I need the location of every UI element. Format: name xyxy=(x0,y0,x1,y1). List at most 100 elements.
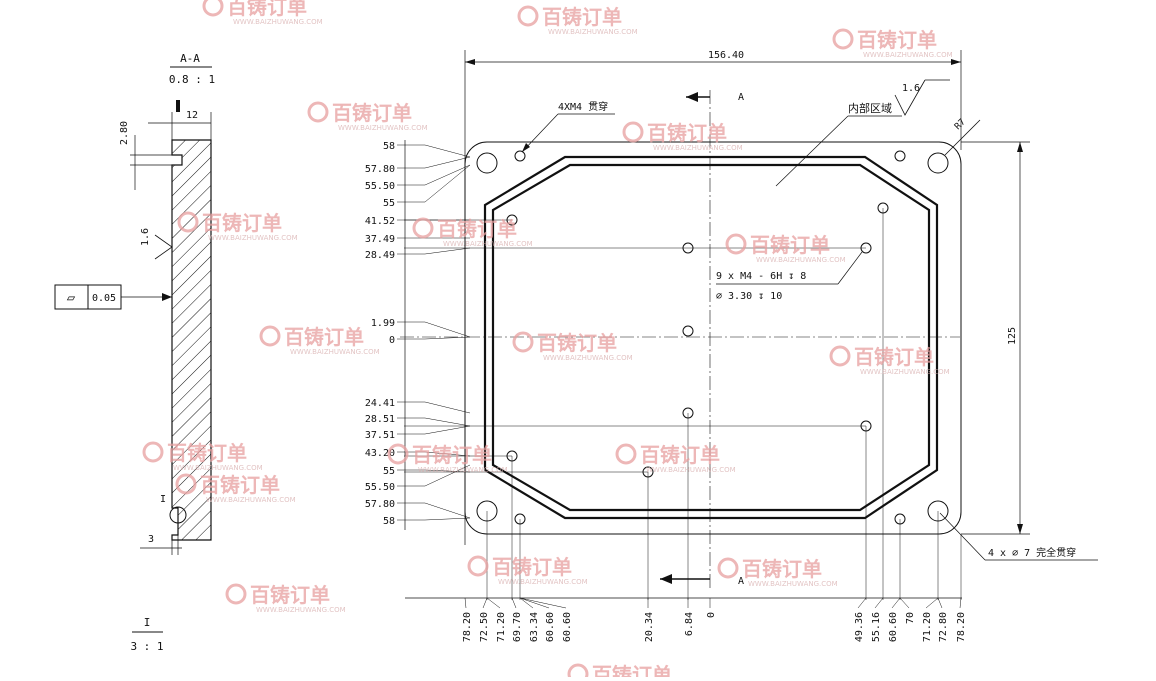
watermark-url: WWW.BAIZHUWANG.COM xyxy=(646,466,736,474)
left-dim-label: 55.50 xyxy=(365,181,395,192)
watermark-url: WWW.BAIZHUWANG.COM xyxy=(860,368,950,376)
watermark-logo-icon xyxy=(142,441,164,463)
watermark-logo-text: 百铸订单 xyxy=(542,5,622,29)
bottom-dim-label: 60.60 xyxy=(888,612,899,642)
left-dim-label: 57.80 xyxy=(365,499,395,510)
watermark-logo-icon xyxy=(717,557,739,579)
section-title: A-A xyxy=(180,52,200,65)
watermark-logo-text: 百铸订单 xyxy=(227,0,307,19)
left-dim-leader xyxy=(424,517,471,521)
watermark-url: WWW.BAIZHUWANG.COM xyxy=(543,354,633,362)
watermark-url: WWW.BAIZHUWANG.COM xyxy=(756,256,846,264)
left-dim-label: 37.49 xyxy=(365,234,395,245)
bottom-dim-label: 71.20 xyxy=(496,612,507,642)
left-dim-leader xyxy=(424,336,471,340)
section-scale: 0.8 : 1 xyxy=(169,73,215,86)
watermark-logo-text: 百铸订单 xyxy=(742,557,822,581)
watermark-logo-icon xyxy=(175,473,197,495)
watermark-logo-text: 百铸订单 xyxy=(332,101,412,125)
left-dim-leader xyxy=(424,425,471,435)
bottom-dim-leader xyxy=(925,597,939,609)
watermark-url: WWW.BAIZHUWANG.COM xyxy=(206,496,296,504)
left-dim-leader xyxy=(424,451,471,457)
left-dim-leader xyxy=(424,164,471,186)
bottom-dim-label: 0 xyxy=(706,612,717,618)
watermark-logo-icon xyxy=(177,211,199,233)
bottom-dim-leader xyxy=(519,597,550,609)
watermark-logo-icon xyxy=(622,121,644,143)
watermark-logo-text: 百铸订单 xyxy=(592,663,672,677)
watermark-url: WWW.BAIZHUWANG.COM xyxy=(290,348,380,356)
watermark-url: WWW.BAIZHUWANG.COM xyxy=(748,580,838,588)
left-dim-label: 57.80 xyxy=(365,164,395,175)
bottom-dim-label: 60.60 xyxy=(562,612,573,642)
left-dim-label: 41.52 xyxy=(365,216,395,227)
section-view: A-A 0.8 : 1 I 12 2.80 1.6 ▱ 0.05 3 xyxy=(54,52,215,653)
watermark-logo-icon xyxy=(567,663,589,681)
left-dim-leader xyxy=(424,417,471,427)
left-dim-label: 28.51 xyxy=(365,414,395,425)
bottom-dim-label: 70 xyxy=(905,612,916,624)
watermark-logo-icon xyxy=(615,443,637,465)
watermark-url: WWW.BAIZHUWANG.COM xyxy=(548,28,638,36)
bottom-dim-leader xyxy=(857,597,867,609)
detail-title: I xyxy=(144,616,151,629)
watermark-logo-text: 百铸订单 xyxy=(284,325,364,349)
through-hole-note: 4XM4 贯穿 xyxy=(558,100,608,113)
left-dim-label: 1.99 xyxy=(371,318,395,329)
bottom-dim-label: 78.20 xyxy=(462,612,473,642)
watermark-logo-icon xyxy=(467,555,489,577)
watermark-url: WWW.BAIZHUWANG.COM xyxy=(498,578,588,586)
left-dim-label: 55 xyxy=(383,466,395,477)
flatness-icon: ▱ xyxy=(67,290,76,306)
watermark-logo-icon xyxy=(259,325,281,347)
watermark-logo-text: 百铸订单 xyxy=(640,443,720,467)
watermark-logo-text: 百铸订单 xyxy=(412,443,492,467)
plate-outline xyxy=(464,141,962,535)
bottom-dim-leader xyxy=(511,597,517,609)
watermark-logo-icon xyxy=(512,331,534,353)
watermark-url: WWW.BAIZHUWANG.COM xyxy=(256,606,346,614)
left-dim-label: 24.41 xyxy=(365,398,395,409)
section-mark-bottom: A xyxy=(738,576,744,587)
bottom-dim-label: 72.50 xyxy=(479,612,490,642)
watermark-logo-icon xyxy=(412,217,434,239)
bottom-dim-label: 55.16 xyxy=(871,612,882,642)
seal-groove-outer xyxy=(483,155,939,520)
watermark-logo-text: 百铸订单 xyxy=(750,233,830,257)
section-mark-top: A xyxy=(738,92,744,103)
bottom-dim-leader xyxy=(482,597,488,609)
section-roughness: 1.6 xyxy=(140,228,151,246)
thread-note-1: 9 x M4 - 6H ↧ 8 xyxy=(716,271,806,282)
section-offset-dim: 2.80 xyxy=(119,121,130,145)
detail-circle xyxy=(169,506,187,524)
watermark-logo-text: 百铸订单 xyxy=(537,331,617,355)
thread-note-2: ⌀ 3.30 ↧ 10 xyxy=(716,291,782,302)
bottom-dim-leader xyxy=(486,597,501,609)
bottom-dim-label: 78.20 xyxy=(956,612,967,642)
left-dim-label: 0 xyxy=(389,335,395,346)
left-dim-leader xyxy=(424,321,471,338)
bottom-dim-label: 63.34 xyxy=(529,612,540,642)
bottom-dim-leader xyxy=(937,597,943,609)
left-dim-label: 58 xyxy=(383,516,395,527)
watermark-url: WWW.BAIZHUWANG.COM xyxy=(208,234,298,242)
watermark-url: WWW.BAIZHUWANG.COM xyxy=(233,18,323,26)
corner-hole-note: 4 x ⌀ 7 完全贯穿 xyxy=(988,546,1076,559)
detail-label-small: I xyxy=(160,494,166,505)
left-dim-label: 37.51 xyxy=(365,430,395,441)
plan-roughness: 1.6 xyxy=(902,83,920,94)
watermark-url: WWW.BAIZHUWANG.COM xyxy=(173,464,263,472)
left-dim-label: 55.50 xyxy=(365,482,395,493)
